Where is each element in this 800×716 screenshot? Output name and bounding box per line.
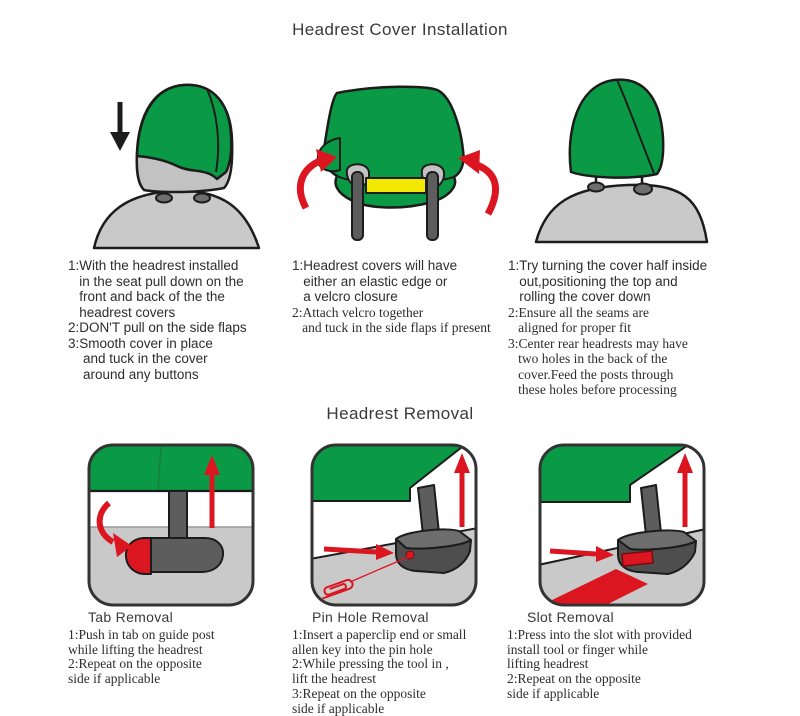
method-title: Pin Hole Removal — [312, 609, 429, 625]
push-tab-arrow-icon — [96, 500, 132, 557]
illustration-pin-hole-removal — [310, 443, 478, 607]
seat-back — [534, 183, 709, 244]
headrest-bottom — [540, 445, 692, 503]
instruction-lines: 2:Ensure all the seams are aligned for p… — [508, 304, 688, 398]
illustration-finished-cover — [534, 78, 709, 244]
instruction-lines: 1:Insert a paperclip end or small allen … — [292, 626, 467, 716]
illustration-velcro-underside — [296, 85, 499, 241]
post-grommet — [587, 181, 605, 193]
release-slot — [621, 550, 654, 567]
post-grommet — [633, 182, 653, 196]
instruction-lines: 1:Try turning the cover half inside out,… — [508, 258, 708, 304]
slot-removal-instructions: Slot Removal 1:Press into the slot with … — [507, 610, 692, 702]
installation-step-3-instructions: 1:Try turning the cover half inside out,… — [508, 258, 707, 398]
installation-step-2-instructions: 1:Headrest covers will have either an el… — [292, 258, 491, 336]
green-cover-partially-on — [135, 83, 233, 181]
covered-headrest — [568, 78, 665, 179]
panel-border — [538, 443, 706, 607]
velcro-strip — [365, 177, 427, 194]
post-mount-front — [395, 538, 472, 574]
installation-title: Headrest Cover Installation — [292, 20, 508, 39]
pin-hole-removal-instructions: Pin Hole Removal 1:Insert a paperclip en… — [292, 610, 466, 716]
pull-down-arrow-icon — [110, 102, 130, 151]
lift-arrow-icon — [204, 455, 220, 528]
illustration-tab-removal — [87, 443, 255, 607]
tuck-arrow-left-icon — [296, 149, 337, 210]
paperclip-icon — [322, 578, 354, 600]
seat-back — [92, 189, 261, 250]
tuck-arrow-right-icon — [458, 150, 499, 216]
cover-fold-seam — [206, 88, 220, 173]
post-grommet — [193, 192, 211, 204]
installation-step-1-instructions: 1:With the headrest installed in the sea… — [68, 258, 247, 382]
panel-border — [87, 443, 255, 607]
tool-guide-line — [349, 556, 409, 583]
headrest-bottom — [312, 445, 468, 502]
post-mount — [150, 537, 225, 573]
illustration-slot-removal — [538, 443, 706, 607]
cover-seam — [616, 79, 655, 174]
headrest-bottom — [89, 445, 253, 491]
instruction-lines: 2:Attach velcro together and tuck in the… — [292, 304, 491, 336]
illustration-pull-cover-down — [92, 83, 261, 250]
method-title: Tab Removal — [88, 609, 174, 625]
press-in-arrow-icon — [549, 546, 614, 562]
lift-arrow-icon — [677, 453, 693, 527]
panel-border — [310, 443, 478, 607]
tab-removal-instructions: Tab Removal 1:Push in tab on guide post … — [68, 610, 215, 687]
press-in-arrow-icon — [323, 544, 394, 560]
lift-arrow-icon — [454, 453, 470, 527]
cover-seam — [157, 445, 162, 492]
guide-post — [168, 490, 188, 544]
headrest-post — [426, 171, 439, 241]
method-title: Slot Removal — [527, 609, 614, 625]
removal-title: Headrest Removal — [326, 404, 474, 423]
instruction-lines: 1:With the headrest installed in the sea… — [68, 258, 247, 382]
release-tab — [124, 537, 152, 575]
post-grommet — [155, 192, 173, 204]
instruction-lines: 1:Press into the slot with provided inst… — [507, 626, 692, 701]
instruction-lines: 1:Push in tab on guide post while liftin… — [68, 626, 215, 687]
instruction-lines: 1:Headrest covers will have either an el… — [292, 258, 458, 304]
tool-path-strip — [550, 569, 648, 605]
headrest-post — [351, 171, 364, 241]
